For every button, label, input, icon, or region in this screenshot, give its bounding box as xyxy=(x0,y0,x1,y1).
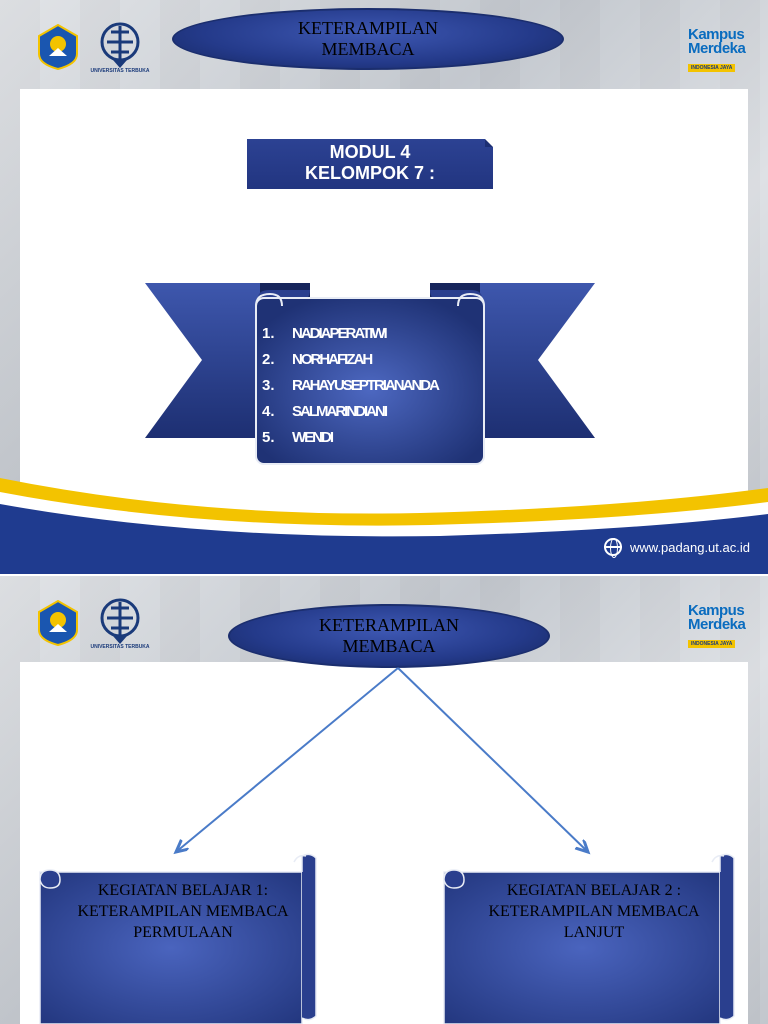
corner-fold xyxy=(485,139,493,147)
website-text: www.padang.ut.ac.id xyxy=(630,539,750,555)
ut-logo-text: UNIVERSITAS TERBUKA xyxy=(90,644,150,650)
slide-1: UNIVERSITAS TERBUKA Kampus Merdeka INDON… xyxy=(0,0,768,576)
member-name: NADIAPERATIWI xyxy=(292,325,388,342)
title-line-2: MEMBACA xyxy=(342,636,436,656)
globe-icon xyxy=(604,538,622,558)
member-item: 5. WENDI xyxy=(262,425,472,451)
footer-wave xyxy=(0,478,768,576)
km-line2: Merdeka xyxy=(688,616,746,633)
slide-title: KETERAMPILAN MEMBACA xyxy=(228,604,550,668)
km-line1: Kampus xyxy=(688,602,745,619)
scroll-box-left: KEGIATAN BELAJAR 1: KETERAMPILAN MEMBACA… xyxy=(36,852,320,1024)
scroll-shape xyxy=(443,853,735,1024)
website-link[interactable]: www.padang.ut.ac.id xyxy=(604,538,750,558)
title-line-2: MEMBACA xyxy=(321,39,415,59)
member-item: 4. SALMARINDIANI xyxy=(262,399,472,425)
member-number: 1. xyxy=(262,325,275,342)
member-name: RAHAYUSEPTRIANANDA xyxy=(292,377,440,394)
member-name: WENDI xyxy=(292,429,334,446)
kampus-merdeka-logo: Kampus Merdeka INDONESIA JAYA xyxy=(688,26,758,72)
ut-logo xyxy=(100,598,140,644)
member-number: 3. xyxy=(262,377,275,394)
km-line1: Kampus xyxy=(688,26,745,43)
km-line2: Merdeka xyxy=(688,40,746,57)
title-line-1: KETERAMPILAN xyxy=(298,18,438,38)
km-tag: INDONESIA JAYA xyxy=(688,640,736,648)
member-item: 1. NADIAPERATIWI xyxy=(262,321,472,347)
member-item: 2. NORHAFIZAH xyxy=(262,347,472,373)
member-list: 1. NADIAPERATIWI 2. NORHAFIZAH 3. RAHAYUSEP… xyxy=(262,321,472,463)
title-line-1: KETERAMPILAN xyxy=(319,615,459,635)
scroll-shape xyxy=(39,853,317,1024)
kemdikbud-logo xyxy=(38,600,78,646)
kemdikbud-logo xyxy=(38,24,78,70)
scroll-left-text: KEGIATAN BELAJAR 1: KETERAMPILAN MEMBACA… xyxy=(77,882,289,941)
ut-logo xyxy=(100,22,140,68)
scroll-right-text: KEGIATAN BELAJAR 2 : KETERAMPILAN MEMBAC… xyxy=(488,882,700,941)
ut-logo-text: UNIVERSITAS TERBUKA xyxy=(90,68,150,74)
kampus-merdeka-logo: Kampus Merdeka INDONESIA JAYA xyxy=(688,602,758,648)
modul-line-2: KELOMPOK 7 : xyxy=(304,163,435,183)
modul-label-box: MODUL 4 KELOMPOK 7 : xyxy=(247,139,493,189)
member-number: 5. xyxy=(262,429,275,446)
modul-line-1: MODUL 4 xyxy=(329,142,411,162)
slide-2: UNIVERSITAS TERBUKA Kampus Merdeka INDON… xyxy=(0,576,768,1024)
km-tag: INDONESIA JAYA xyxy=(688,64,736,72)
member-item: 3. RAHAYUSEPTRIANANDA xyxy=(262,373,472,399)
member-name: NORHAFIZAH xyxy=(292,351,373,368)
ribbon-banner xyxy=(145,283,595,465)
member-name: SALMARINDIANI xyxy=(292,403,388,420)
scroll-box-right: KEGIATAN BELAJAR 2 : KETERAMPILAN MEMBAC… xyxy=(440,852,738,1024)
member-number: 4. xyxy=(262,403,275,420)
slide-title: KETERAMPILAN MEMBACA xyxy=(172,8,564,70)
member-number: 2. xyxy=(262,351,275,368)
